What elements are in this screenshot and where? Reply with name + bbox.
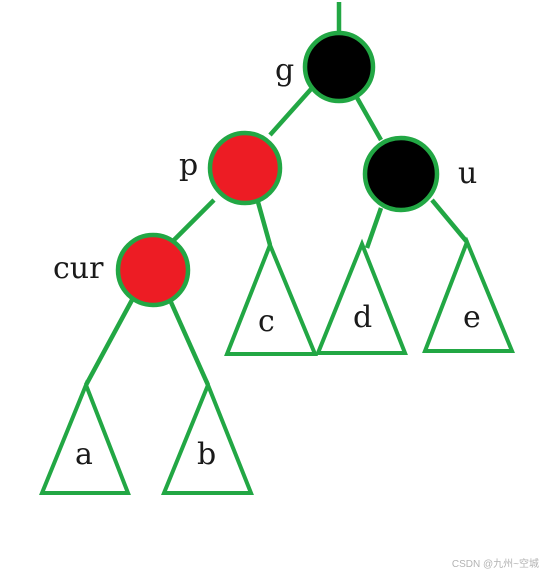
- node-cur: [115, 232, 191, 308]
- edge-p-cur: [172, 198, 216, 242]
- node-g: [302, 30, 376, 104]
- subtree-triangle-b: [161, 379, 254, 495]
- subtree-triangle-d: [315, 238, 408, 355]
- edge-cur-a: [84, 298, 134, 387]
- subtree-label-c: c: [258, 304, 275, 339]
- node-label-p: p: [179, 148, 198, 183]
- watermark-text: CSDN @九州~空城: [451, 559, 539, 570]
- edge-u-d: [364, 207, 384, 249]
- node-label-u: u: [458, 156, 477, 191]
- subtree-triangle-c: [224, 239, 318, 356]
- subtree-label-e: e: [463, 300, 481, 335]
- edge-cur-b: [167, 299, 211, 386]
- edge-g-p: [268, 86, 314, 137]
- node-p: [207, 130, 283, 206]
- subtree-label-d: d: [353, 300, 372, 335]
- subtree-label-a: a: [75, 437, 93, 472]
- node-label-g: g: [275, 53, 294, 88]
- node-u: [362, 135, 440, 213]
- subtree-triangle-e: [422, 236, 515, 353]
- edge-p-c: [255, 201, 273, 246]
- subtree-triangle-a: [39, 379, 131, 495]
- edge-g-u: [354, 94, 383, 142]
- subtree-label-b: b: [197, 437, 216, 472]
- edge-u-e: [430, 198, 469, 244]
- node-label-cur: cur: [53, 251, 104, 286]
